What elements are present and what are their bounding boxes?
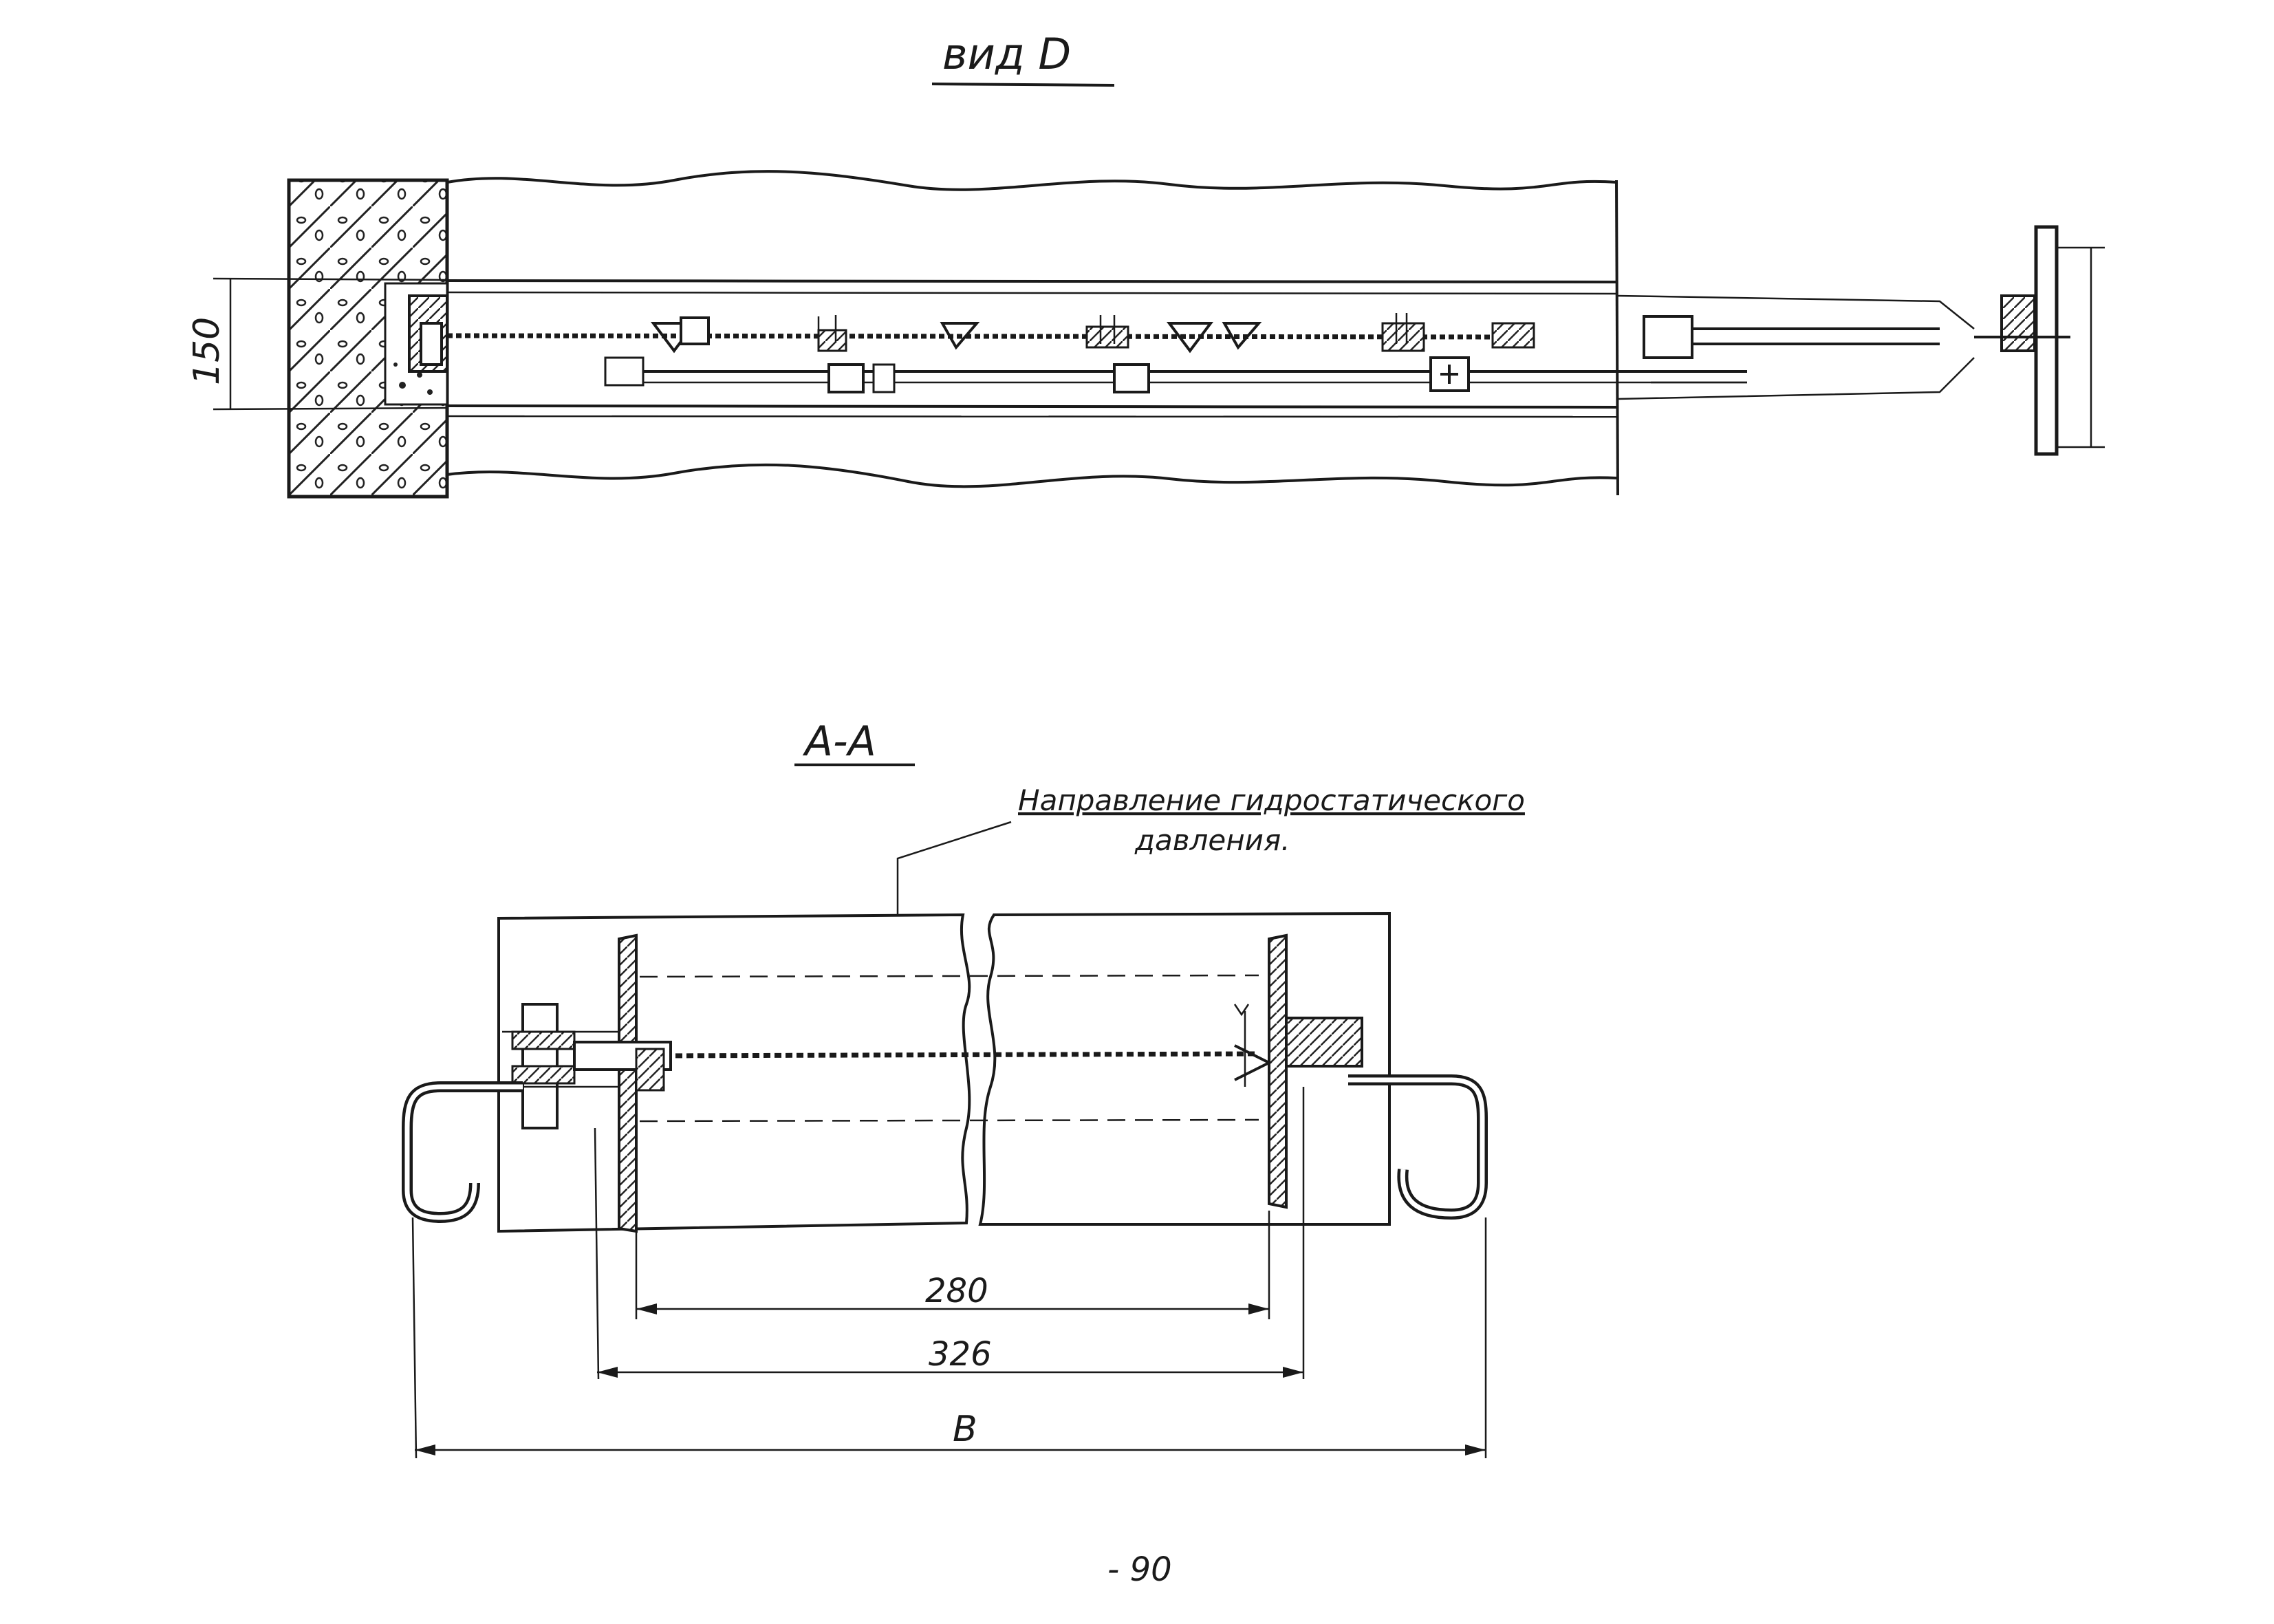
dashed-line-lower — [639, 1118, 1259, 1123]
top-break-line — [446, 170, 1617, 191]
dim-280-label: 280 — [925, 1272, 988, 1310]
left-hook-bracket — [402, 1081, 523, 1224]
clamp-group — [1381, 313, 1535, 392]
section-a-a: А-А Направление гидростатического давлен… — [402, 717, 1525, 1459]
clamp-group — [1085, 315, 1262, 393]
dim-150-label: 150 — [186, 317, 228, 385]
bottom-break-line — [446, 463, 1617, 488]
guide-block — [604, 356, 645, 387]
clamp-group — [651, 315, 980, 393]
note-line-2: давления. — [1134, 823, 1290, 857]
dashed-line-upper — [639, 974, 1259, 978]
lower-plate-line-2 — [446, 415, 1618, 418]
dim-326-label: 326 — [929, 1335, 992, 1374]
guide-block — [872, 363, 896, 393]
view-d: вид D — [186, 29, 2105, 499]
wall-seal-bolt — [420, 322, 443, 366]
end-flange — [2034, 225, 2059, 456]
view-title-underline — [931, 83, 1115, 87]
right-hook-bracket-inner — [1348, 1077, 1485, 1217]
frame-left — [497, 913, 971, 1233]
seal-strip — [446, 333, 1514, 340]
page-number: - 90 — [1107, 1550, 1172, 1589]
dim-b-label: B — [953, 1409, 977, 1450]
taper — [1617, 294, 1975, 400]
rod-coupling — [1643, 315, 1693, 359]
section-title: А-А — [802, 717, 876, 766]
section-seal-strip — [653, 1051, 1259, 1059]
upper-plate-line-2 — [446, 291, 1618, 295]
right-seal-assembly — [1233, 1004, 1363, 1087]
upper-plate-line-1 — [446, 279, 1618, 283]
lower-plate-line-1 — [446, 404, 1618, 409]
right-rib — [1268, 933, 1288, 1209]
right-hook-bracket — [1348, 1074, 1488, 1220]
end-flange-plate — [2000, 294, 2036, 352]
left-hook-bracket-inner — [404, 1084, 523, 1220]
note-leader — [896, 821, 1012, 915]
frame-right — [978, 911, 1391, 1226]
left-bolt-assembly — [502, 1003, 672, 1129]
left-rib — [618, 933, 638, 1233]
right-break-edge — [1615, 180, 1619, 496]
view-title: вид D — [942, 29, 1071, 79]
note-line-1: Направление гидростатического — [1018, 783, 1525, 817]
